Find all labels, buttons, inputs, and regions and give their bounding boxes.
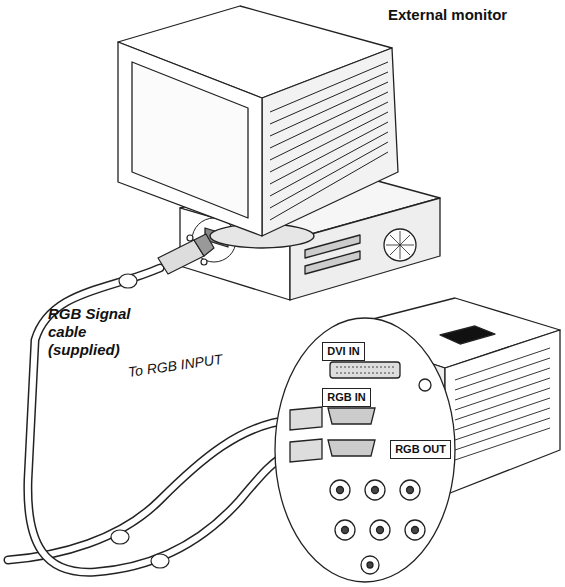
rca-pin <box>412 527 419 534</box>
rgb-out-port <box>328 440 375 456</box>
plug-hood <box>290 439 322 462</box>
connection-note: To RGB INPUT <box>127 351 224 381</box>
cable-name: RGB Signal cable (supplied) <box>48 305 148 359</box>
rca-jack <box>330 480 350 500</box>
plug-shell <box>194 234 214 256</box>
cable-outline <box>28 268 292 572</box>
cable-core <box>28 268 292 572</box>
thumbscrew <box>201 259 207 265</box>
cables <box>8 268 292 572</box>
monitor-screen <box>132 62 248 218</box>
rca-jack <box>335 520 355 540</box>
magnified-panel <box>275 318 455 582</box>
rca-pin <box>377 527 384 534</box>
rca-jack <box>400 480 420 500</box>
monitor-plug <box>158 234 214 274</box>
monitor-back <box>262 48 398 236</box>
device-name: External monitor <box>388 6 507 24</box>
dvi-pins <box>336 367 394 373</box>
ferrite-core <box>111 530 129 544</box>
control-knob <box>419 379 431 391</box>
rca-pin <box>337 487 344 494</box>
connector-panel <box>275 318 455 582</box>
plug-hood <box>290 407 322 430</box>
drive-slot <box>305 251 360 274</box>
ferrite-core <box>119 274 137 288</box>
computer-right-face <box>290 198 440 300</box>
port-tag: RGB OUT <box>390 440 451 459</box>
rca-jack <box>405 520 425 540</box>
projector-panel-mark <box>440 326 495 344</box>
rgb-in-port <box>328 408 375 424</box>
rca-pin <box>407 487 414 494</box>
dvi-port <box>330 362 400 378</box>
port-tag: DVI IN <box>322 342 365 361</box>
port-label: RGB IN <box>327 391 366 403</box>
rca-centres <box>337 487 419 569</box>
rca-jacks <box>330 480 425 574</box>
rca-pin <box>342 527 349 534</box>
projector-vents <box>455 348 550 460</box>
fan-grille <box>384 229 416 261</box>
fan-grid <box>386 231 414 259</box>
port-tag: RGB IN <box>322 388 371 407</box>
rca-jack <box>370 520 390 540</box>
port-label: DVI IN <box>327 345 359 357</box>
monitor <box>118 6 398 248</box>
ferrite-core <box>151 554 169 568</box>
monitor-vents <box>270 62 388 220</box>
port-label: RGB OUT <box>395 443 446 455</box>
rca-pin <box>367 562 373 568</box>
rca-jack <box>361 556 379 574</box>
thumbscrew <box>187 235 193 241</box>
monitor-bezel <box>118 42 262 236</box>
rca-jack <box>365 480 385 500</box>
projector-front <box>445 330 560 495</box>
rca-pin <box>372 487 379 494</box>
